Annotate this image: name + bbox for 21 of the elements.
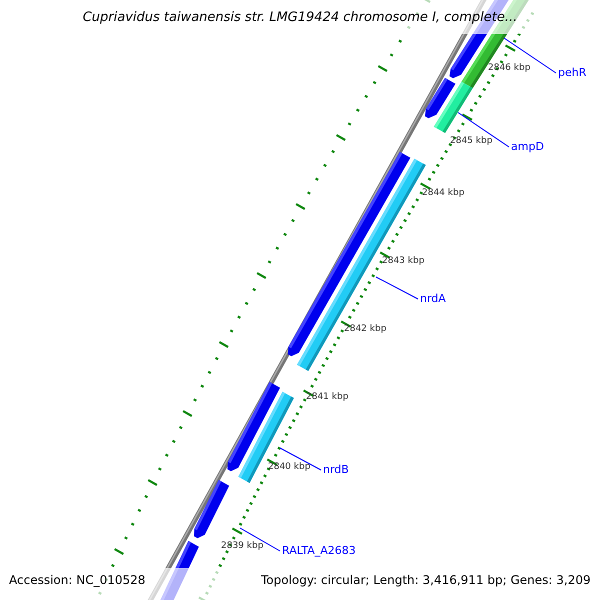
tick-label: 2839 kbp — [221, 542, 264, 551]
leader-line — [458, 112, 510, 148]
gene-label: RALTA_A2683 — [282, 543, 356, 559]
topology-text: Topology: circular; Length: 3,416,911 bp; Genes: 3,209 — [261, 574, 591, 586]
gene-label: ampD — [511, 139, 544, 155]
tick-label: 2843 kbp — [382, 257, 424, 266]
tick-label: 2842 kbp — [344, 325, 386, 334]
leader-line — [504, 38, 556, 74]
accession-text: Accession: NC_010528 — [9, 574, 146, 586]
tick-label: 2845 kbp — [450, 137, 492, 146]
leader-line — [280, 448, 322, 470]
tick-label: 2846 kbp — [488, 64, 530, 73]
leader-line — [376, 276, 418, 300]
gene-bar — [434, 82, 473, 133]
gene-label: pehR — [558, 65, 586, 81]
tick-label: 2840 kbp — [268, 463, 310, 472]
gene-label: nrdA — [420, 291, 446, 307]
leader-line — [240, 528, 280, 552]
gene-label: nrdB — [323, 462, 349, 478]
tick-label: 2841 kbp — [306, 393, 348, 402]
tick-label: 2844 kbp — [422, 189, 464, 198]
